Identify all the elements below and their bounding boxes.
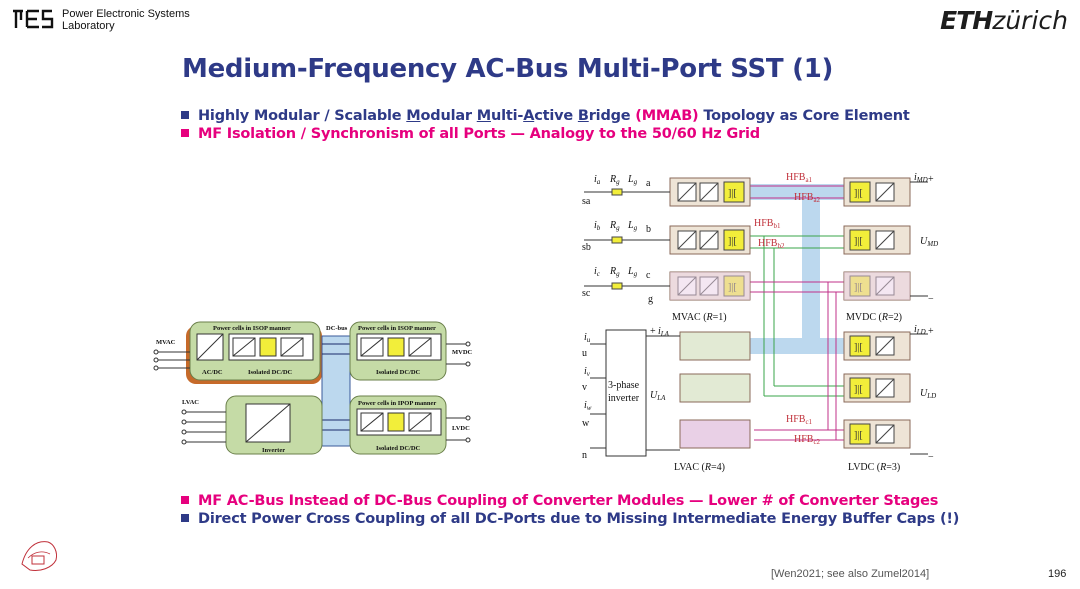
hfb-b1-label: HFBb1 [754, 218, 781, 230]
bullet-top-1: Highly Modular / Scalable Modular Multi-… [181, 108, 910, 124]
iu-label: iu [584, 332, 591, 344]
umd-label: UMD [920, 236, 938, 248]
imd-label: iMD [914, 172, 928, 184]
three-phase-inverter [605, 329, 647, 457]
lvdc-label: LVDC [452, 425, 470, 432]
bullet-bottom-1: MF AC-Bus Instead of DC-Bus Coupling of … [181, 493, 938, 509]
ia-label: ia [594, 174, 601, 186]
port-u: u [582, 348, 587, 359]
isodcdc2-label: Isolated DC/DC [376, 369, 421, 376]
ild-label: iLD [914, 324, 926, 336]
bullet-text: ridge [588, 108, 636, 124]
eth-logo-bold: ETH [940, 6, 993, 35]
lg-label-2: Lg [627, 220, 638, 232]
isop2-label: Power cells in ISOP manner [358, 325, 436, 332]
reference: [Wen2021; see also Zumel2014] [771, 568, 930, 580]
node-b: b [646, 224, 651, 235]
underlined-letter: A [523, 108, 535, 124]
mmab-topology-diagram: ]|[ ]|[ 3-phase inv [582, 172, 938, 473]
bullet-square-icon [181, 111, 189, 119]
hfb-c1-label: HFBc1 [786, 414, 813, 426]
lvac-plus: + [650, 326, 656, 337]
ipop-label: Power cells in IPOP manner [358, 400, 436, 407]
underlined-letter: M [476, 108, 491, 124]
page-number: 196 [1048, 568, 1067, 580]
mvdc-section-label: MVDC (R=2) [846, 312, 902, 323]
isop1-label: Power cells in ISOP manner [213, 325, 291, 332]
lvdc-section-label: LVDC (R=3) [848, 462, 900, 473]
node-c: c [646, 270, 651, 281]
isodcdc3-label: Isolated DC/DC [376, 445, 421, 452]
inverter-label: Inverter [262, 447, 285, 454]
pes-logo [13, 9, 54, 29]
lg-label-1: Lg [627, 174, 638, 186]
underlined-letter: B [577, 108, 589, 124]
inverter-line2: inverter [608, 393, 640, 404]
node-a: a [646, 178, 651, 189]
hfb-vertical-bus [802, 200, 820, 350]
iv-label: iv [584, 366, 591, 378]
port-w: w [582, 418, 590, 429]
lg-label-3: Lg [627, 266, 638, 278]
ib-label: ib [594, 220, 601, 232]
isodcdc1-label: Isolated DC/DC [248, 369, 293, 376]
rg-label-2: Rg [609, 220, 620, 232]
page-title: Medium-Frequency AC-Bus Multi-Port SST (… [182, 54, 834, 84]
bullet-top-2: MF Isolation / Synchronism of all Ports … [181, 126, 760, 142]
acdc-label: AC/DC [202, 369, 223, 376]
rg-label-3: Rg [609, 266, 620, 278]
bullet-square-icon [181, 496, 189, 504]
mvdc-label: MVDC [452, 349, 473, 356]
iw-label: iw [584, 400, 592, 412]
isop-ipop-diagram: Power cells in ISOP manner AC/DC Isolate… [153, 321, 473, 455]
ila-label: iLA [658, 326, 670, 338]
bullet-square-icon [181, 129, 189, 137]
port-v: v [582, 382, 587, 393]
port-n: n [582, 450, 587, 461]
mvdc-minus: − [928, 294, 934, 305]
hfb-a2-label: HFBa2 [794, 192, 821, 204]
rg-label-1: Rg [609, 174, 620, 186]
inverter-line1: 3-phase [608, 380, 640, 391]
bullet-square-icon [181, 514, 189, 522]
mvac-label: MVAC [156, 339, 176, 346]
bullet-text: MF AC-Bus Instead of DC-Bus Coupling of … [198, 493, 939, 509]
bullet-text: MF Isolation / Synchronism of all Ports … [198, 126, 760, 142]
lvdc-plus: + [928, 326, 934, 337]
uld-label: ULD [920, 388, 936, 400]
hfb-a1-label: HFBa1 [786, 172, 813, 184]
port-sa: sa [582, 196, 591, 207]
mvdc-plus: + [928, 174, 934, 185]
dcbus-label: DC-bus [326, 325, 348, 332]
bullet-bottom-2: Direct Power Cross Coupling of all DC-Po… [181, 511, 959, 527]
ula-label: ULA [650, 390, 666, 402]
bullet-text: odular [420, 108, 477, 124]
bullet-text: ctive [534, 108, 578, 124]
bullet-text: Highly Modular / Scalable [198, 108, 407, 124]
bullet-text: Topology as Core Element [698, 108, 910, 124]
lvdc-minus: − [928, 452, 934, 463]
lvac-label: LVAC [182, 399, 199, 406]
lvac-section-label: LVAC (R=4) [674, 462, 725, 473]
node-g: g [648, 294, 653, 305]
ic-label: ic [594, 266, 601, 278]
underlined-letter: M [406, 108, 421, 124]
lab-name-line2: Laboratory [62, 20, 115, 32]
highlight-mmab: (MMAB) [635, 108, 699, 124]
bullet-text: ulti- [490, 108, 524, 124]
lab-name: Power Electronic Systems Laboratory [62, 8, 190, 32]
eth-logo-rest: zürich [992, 6, 1068, 35]
pele-logo [21, 541, 57, 571]
mvac-section-label: MVAC (R=1) [672, 312, 727, 323]
port-sc: sc [582, 288, 591, 299]
bullet-text: Direct Power Cross Coupling of all DC-Po… [198, 511, 960, 527]
port-sb: sb [582, 242, 591, 253]
eth-logo: ETHzürich [940, 6, 1068, 35]
lab-name-line1: Power Electronic Systems [62, 8, 190, 20]
hfb-a-bus [748, 184, 848, 200]
hfb-c2-label: HFBc2 [794, 434, 821, 446]
hfb-b2-label: HFBb2 [758, 238, 785, 250]
